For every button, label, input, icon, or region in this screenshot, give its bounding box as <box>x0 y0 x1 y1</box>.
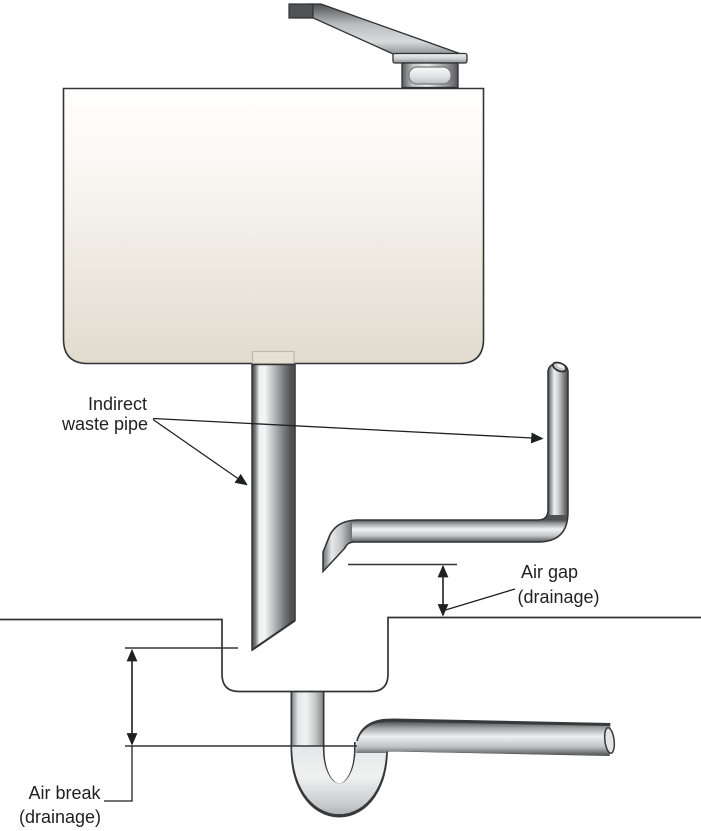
right-pipe-stub-fill <box>323 520 352 572</box>
indirect-waste-pipe-annotation: Indirect waste pipe <box>61 394 544 486</box>
air-break-annotation: Air break (drainage) <box>19 647 357 827</box>
trap-outlet-opening <box>603 727 616 754</box>
trap-u-bend <box>292 741 387 814</box>
p-trap <box>290 692 616 818</box>
right-pipe-horizontal-fill <box>352 510 568 542</box>
vertical-waste-pipe-bevel <box>251 619 296 651</box>
indirect-label-arrow-right <box>152 417 544 444</box>
drain-connection <box>251 350 295 365</box>
faucet <box>288 3 468 89</box>
air-gap-leader-line <box>445 588 516 611</box>
floor-receptor-outline <box>0 616 701 693</box>
sink-basin <box>62 87 485 365</box>
air-break-leader-line <box>104 746 133 802</box>
air-break-label-line1: Air break <box>28 783 101 803</box>
sink-outline <box>62 87 485 365</box>
trap-outlet-pipe <box>356 721 611 756</box>
indirect-waste-pipe-label-line2: waste pipe <box>61 414 148 434</box>
faucet-flange <box>392 52 468 64</box>
right-pipe-opening-highlight <box>557 363 565 369</box>
air-break-label-line2: (drainage) <box>19 807 101 827</box>
air-gap-annotation: Air gap (drainage) <box>348 562 600 617</box>
right-waste-pipe <box>322 361 569 574</box>
right-pipe-vertical-fill <box>548 363 568 515</box>
vertical-waste-pipe <box>251 363 296 652</box>
faucet-body-highlight <box>408 66 452 85</box>
indirect-label-arrow-left <box>152 418 248 486</box>
air-gap-label-line1: Air gap <box>521 562 578 582</box>
vertical-waste-pipe-body <box>251 363 296 652</box>
air-gap-label-line2: (drainage) <box>518 587 600 607</box>
indirect-waste-pipe-label-line1: Indirect <box>88 394 147 414</box>
faucet-spout-tip <box>288 3 314 19</box>
